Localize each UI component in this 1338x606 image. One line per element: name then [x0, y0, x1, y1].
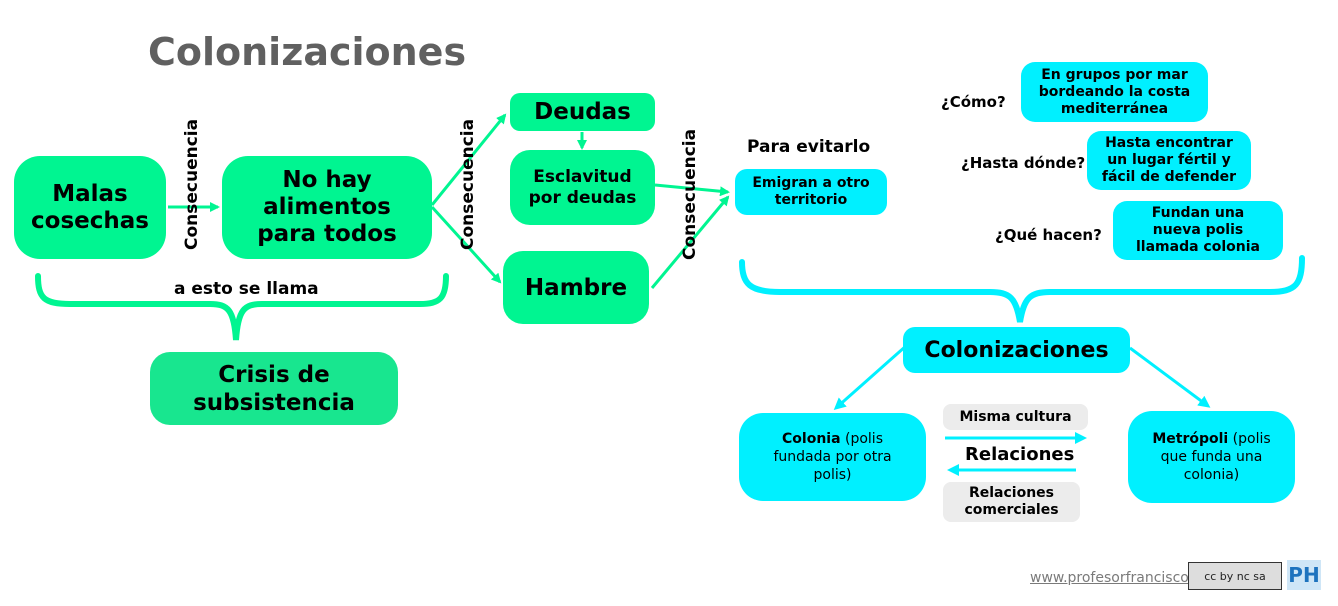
footer-website-link[interactable]: www.profesorfrancisco.es — [1030, 570, 1209, 586]
node-esclavitud-label: Esclavitud por deudas — [528, 166, 637, 208]
node-colonia-bold: Colonia — [782, 431, 841, 447]
node-deudas-label: Deudas — [534, 99, 631, 125]
node-colonizaciones-label: Colonizaciones — [924, 337, 1109, 363]
answer-como: En grupos por mar bordeando la costa med… — [1021, 62, 1208, 122]
page-title: Colonizaciones — [148, 30, 467, 74]
node-deudas: Deudas — [510, 93, 655, 131]
answer-hasta-label: Hasta encontrar un lugar fértil y fácil … — [1101, 135, 1237, 185]
node-metropoli: Metrópoli (polis que funda una colonia) — [1128, 411, 1295, 503]
brace-right — [739, 255, 1305, 323]
arrow-nohay-to-hambre — [430, 205, 502, 284]
arrow-hambre-to-emigran — [650, 195, 730, 289]
node-hambre: Hambre — [503, 251, 649, 324]
label-para-evitarlo: Para evitarlo — [747, 137, 871, 157]
node-no-hay-alimentos-label: No hay alimentos para todos — [257, 167, 397, 247]
question-hasta: ¿Hasta dónde? — [961, 154, 1086, 172]
brace-left — [35, 273, 449, 341]
node-colonia-text: Colonia (polis fundada por otra polis) — [761, 430, 904, 484]
node-emigran: Emigran a otro territorio — [735, 169, 887, 215]
question-que: ¿Qué hacen? — [995, 226, 1102, 244]
node-metropoli-text: Metrópoli (polis que funda una colonia) — [1138, 430, 1285, 484]
label-relaciones: Relaciones — [965, 444, 1075, 465]
arrow-colonizaciones-to-metropoli — [1129, 346, 1211, 408]
answer-hasta: Hasta encontrar un lugar fértil y fácil … — [1087, 131, 1251, 190]
label-consecuencia-2: Consecuencia — [458, 118, 478, 250]
node-emigran-label: Emigran a otro territorio — [752, 175, 870, 208]
arrow-colonizaciones-to-colonia — [833, 344, 907, 410]
question-como: ¿Cómo? — [941, 93, 1006, 111]
answer-que-label: Fundan una nueva polis llamada colonia — [1136, 205, 1260, 255]
label-relaciones-comerciales: Relaciones comerciales — [943, 482, 1080, 522]
label-a-esto-se-llama: a esto se llama — [174, 279, 319, 299]
node-colonia-rest: (polis fundada por otra polis) — [773, 431, 892, 483]
label-relaciones-comerciales-text: Relaciones comerciales — [964, 485, 1059, 518]
node-metropoli-rest: (polis que funda una colonia) — [1160, 431, 1271, 483]
node-hambre-label: Hambre — [524, 274, 628, 301]
node-colonia: Colonia (polis fundada por otra polis) — [739, 413, 926, 501]
label-consecuencia-3: Consecuencia — [680, 128, 700, 260]
arrow-esclavitud-to-emigran — [654, 183, 730, 197]
node-no-hay-alimentos: No hay alimentos para todos — [222, 156, 432, 259]
label-misma-cultura: Misma cultura — [943, 404, 1088, 430]
node-malas-cosechas-label: Malas cosechas — [31, 180, 149, 234]
answer-como-label: En grupos por mar bordeando la costa med… — [1038, 66, 1191, 117]
label-consecuencia-1: Consecuencia — [182, 118, 202, 250]
ph-logo: PH — [1287, 560, 1321, 590]
node-crisis-subsistencia: Crisis de subsistencia — [150, 352, 398, 425]
node-crisis-label: Crisis de subsistencia — [193, 361, 355, 416]
node-esclavitud: Esclavitud por deudas — [510, 150, 655, 225]
label-misma-cultura-text: Misma cultura — [959, 409, 1072, 425]
node-metropoli-bold: Metrópoli — [1152, 431, 1229, 447]
cc-license-badge: cc by nc sa — [1188, 562, 1282, 590]
answer-que: Fundan una nueva polis llamada colonia — [1113, 201, 1283, 260]
arrow-nohay-to-deudas — [430, 113, 507, 206]
node-colonizaciones: Colonizaciones — [903, 327, 1130, 373]
node-malas-cosechas: Malas cosechas — [14, 156, 166, 259]
